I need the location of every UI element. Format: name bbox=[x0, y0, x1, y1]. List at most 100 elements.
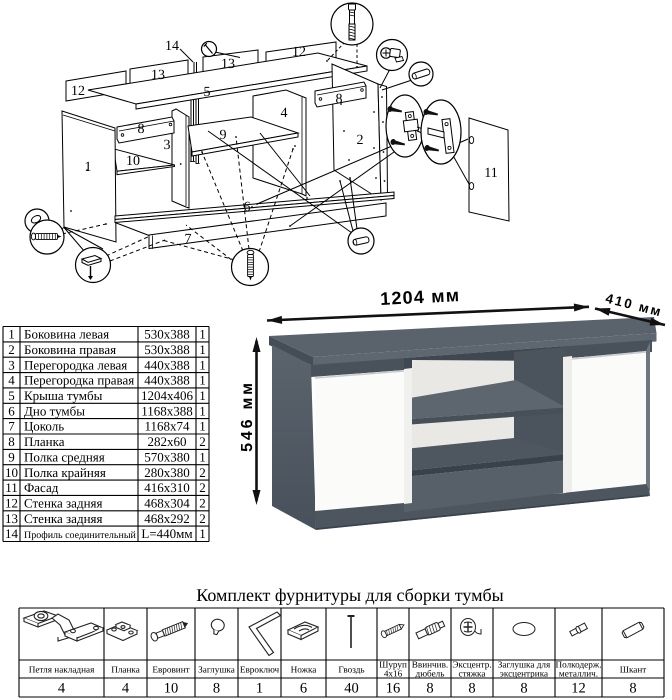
svg-text:12: 12 bbox=[5, 496, 18, 511]
svg-text:Шкант: Шкант bbox=[620, 665, 647, 675]
svg-text:металлич.: металлич. bbox=[559, 669, 598, 679]
svg-text:4: 4 bbox=[8, 373, 15, 388]
svg-text:9: 9 bbox=[220, 128, 227, 143]
svg-text:2: 2 bbox=[357, 133, 364, 148]
svg-text:40: 40 bbox=[344, 681, 359, 697]
svg-text:280х380: 280х380 bbox=[144, 465, 190, 480]
svg-text:8: 8 bbox=[336, 92, 343, 107]
svg-text:Планка: Планка bbox=[24, 434, 65, 449]
svg-text:8: 8 bbox=[468, 681, 475, 697]
svg-text:10: 10 bbox=[5, 465, 18, 480]
svg-text:14: 14 bbox=[165, 39, 179, 54]
svg-text:12: 12 bbox=[571, 681, 586, 697]
svg-text:440х388: 440х388 bbox=[144, 373, 190, 388]
svg-text:Дно тумбы: Дно тумбы bbox=[24, 403, 85, 418]
svg-text:7: 7 bbox=[8, 419, 15, 434]
svg-text:Стенка задняя: Стенка задняя bbox=[24, 511, 103, 526]
svg-text:1: 1 bbox=[199, 342, 206, 357]
svg-text:440х388: 440х388 bbox=[144, 357, 190, 372]
svg-text:Цоколь: Цоколь bbox=[24, 419, 64, 434]
svg-text:570х380: 570х380 bbox=[144, 450, 190, 465]
svg-text:530х388: 530х388 bbox=[144, 327, 190, 342]
svg-text:1168х388: 1168х388 bbox=[141, 403, 193, 418]
svg-text:Петля накладная: Петля накладная bbox=[29, 665, 95, 675]
svg-text:Профиль соединительный: Профиль соединительный bbox=[24, 530, 137, 541]
svg-text:Боковина левая: Боковина левая bbox=[24, 327, 109, 342]
svg-text:1204х406: 1204х406 bbox=[141, 388, 194, 403]
svg-text:Полка средняя: Полка средняя bbox=[24, 450, 105, 465]
svg-text:1: 1 bbox=[199, 327, 206, 342]
svg-text:282х60: 282х60 bbox=[148, 434, 187, 449]
svg-text:5: 5 bbox=[8, 388, 15, 403]
svg-text:2: 2 bbox=[199, 480, 206, 495]
svg-text:1168х74: 1168х74 bbox=[144, 419, 190, 434]
svg-text:Заглушка для: Заглушка для bbox=[498, 660, 551, 670]
svg-text:11: 11 bbox=[5, 480, 18, 495]
svg-text:Ввинчив.: Ввинчив. bbox=[412, 660, 448, 670]
svg-text:эксцентрика: эксцентрика bbox=[500, 669, 548, 679]
svg-text:1: 1 bbox=[256, 681, 263, 697]
svg-text:1: 1 bbox=[199, 357, 206, 372]
svg-text:1204 мм: 1204 мм bbox=[380, 285, 461, 309]
svg-text:14: 14 bbox=[5, 526, 19, 541]
svg-text:12: 12 bbox=[71, 84, 85, 99]
svg-text:Боковина правая: Боковина правая bbox=[24, 342, 116, 357]
svg-text:2: 2 bbox=[199, 434, 206, 449]
svg-text:Полкодерж.: Полкодерж. bbox=[555, 660, 601, 670]
svg-text:3: 3 bbox=[164, 138, 171, 153]
svg-text:Ножка: Ножка bbox=[291, 665, 317, 675]
svg-text:8: 8 bbox=[8, 434, 15, 449]
svg-text:1: 1 bbox=[199, 388, 206, 403]
svg-text:2: 2 bbox=[199, 465, 206, 480]
svg-text:468х292: 468х292 bbox=[144, 511, 190, 526]
svg-text:530х388: 530х388 bbox=[144, 342, 190, 357]
svg-text:10: 10 bbox=[126, 154, 140, 169]
svg-text:Полка крайняя: Полка крайняя bbox=[24, 465, 106, 480]
svg-text:4: 4 bbox=[122, 681, 130, 697]
svg-text:Стенка задняя: Стенка задняя bbox=[24, 496, 103, 511]
svg-text:Заглушка: Заглушка bbox=[198, 665, 235, 675]
svg-text:8: 8 bbox=[520, 681, 527, 697]
svg-text:1: 1 bbox=[199, 403, 206, 418]
svg-text:Эксцентр.: Эксцентр. bbox=[452, 660, 491, 670]
svg-text:1: 1 bbox=[199, 373, 206, 388]
svg-text:13: 13 bbox=[5, 511, 18, 526]
svg-text:6: 6 bbox=[8, 403, 15, 418]
svg-text:Перегородка правая: Перегородка правая bbox=[24, 373, 134, 388]
svg-text:1: 1 bbox=[199, 526, 206, 541]
svg-text:468х304: 468х304 bbox=[144, 496, 190, 511]
svg-text:L=440мм: L=440мм bbox=[141, 526, 192, 541]
svg-text:Перегородка левая: Перегородка левая bbox=[24, 357, 127, 372]
svg-text:6: 6 bbox=[300, 681, 307, 697]
svg-text:8: 8 bbox=[426, 681, 433, 697]
svg-text:8: 8 bbox=[213, 681, 220, 697]
svg-text:Шуруп: Шуруп bbox=[379, 660, 407, 670]
svg-text:Евровинт: Евровинт bbox=[152, 665, 189, 675]
svg-text:1: 1 bbox=[199, 419, 206, 434]
svg-text:8: 8 bbox=[138, 122, 145, 137]
svg-text:дюбель: дюбель bbox=[416, 669, 445, 679]
svg-text:2: 2 bbox=[8, 342, 15, 357]
svg-text:Евроключ: Евроключ bbox=[240, 665, 280, 675]
svg-text:Планка: Планка bbox=[111, 665, 140, 675]
svg-text:2: 2 bbox=[199, 511, 206, 526]
svg-text:4: 4 bbox=[58, 681, 66, 697]
svg-text:1: 1 bbox=[199, 450, 206, 465]
svg-text:Гвоздь: Гвоздь bbox=[338, 665, 364, 675]
svg-text:416х310: 416х310 bbox=[144, 480, 190, 495]
svg-text:1: 1 bbox=[85, 160, 92, 175]
svg-text:10: 10 bbox=[164, 681, 179, 697]
svg-text:Крыша тумбы: Крыша тумбы bbox=[24, 388, 103, 403]
svg-text:7: 7 bbox=[185, 232, 192, 247]
svg-text:13: 13 bbox=[151, 68, 165, 83]
svg-text:Комплект фурнитуры для сборки: Комплект фурнитуры для сборки тумбы bbox=[196, 585, 504, 605]
svg-text:9: 9 bbox=[8, 450, 15, 465]
svg-text:3: 3 bbox=[8, 357, 15, 372]
svg-text:Фасад: Фасад bbox=[24, 480, 59, 495]
svg-text:стяжка: стяжка bbox=[459, 669, 486, 679]
svg-text:546 мм: 546 мм bbox=[239, 380, 256, 452]
svg-text:4х16: 4х16 bbox=[384, 669, 403, 679]
svg-text:8: 8 bbox=[629, 681, 636, 697]
svg-text:4: 4 bbox=[281, 106, 288, 121]
svg-text:16: 16 bbox=[386, 681, 401, 697]
